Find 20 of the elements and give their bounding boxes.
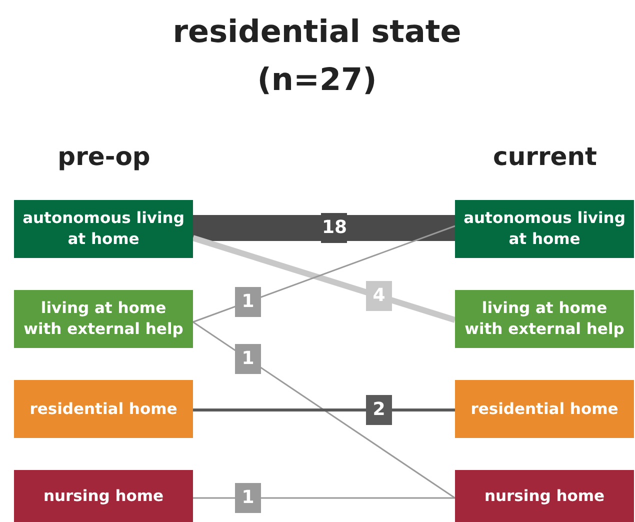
count-label: 1 [235,286,262,317]
state-box: living at home with external help [14,290,193,348]
state-box: nursing home [455,470,634,522]
state-box: residential home [14,380,193,438]
chart-title: residential state (n=27) [172,13,462,100]
count-label: 1 [235,483,262,513]
count-label: 18 [321,213,348,243]
flow-line [192,321,456,499]
count-label: 1 [235,344,262,374]
state-box: residential home [455,380,634,438]
state-box: nursing home [14,470,193,522]
state-box: autonomous living at home [455,200,634,258]
count-label: 2 [366,395,392,425]
state-box: living at home with external help [455,290,634,348]
state-box: autonomous living at home [14,200,193,258]
flow-line [193,408,455,412]
column-heading: pre-op [56,142,152,171]
flow-line [193,497,455,499]
column-heading: current [492,142,598,171]
flow-band [193,215,455,241]
